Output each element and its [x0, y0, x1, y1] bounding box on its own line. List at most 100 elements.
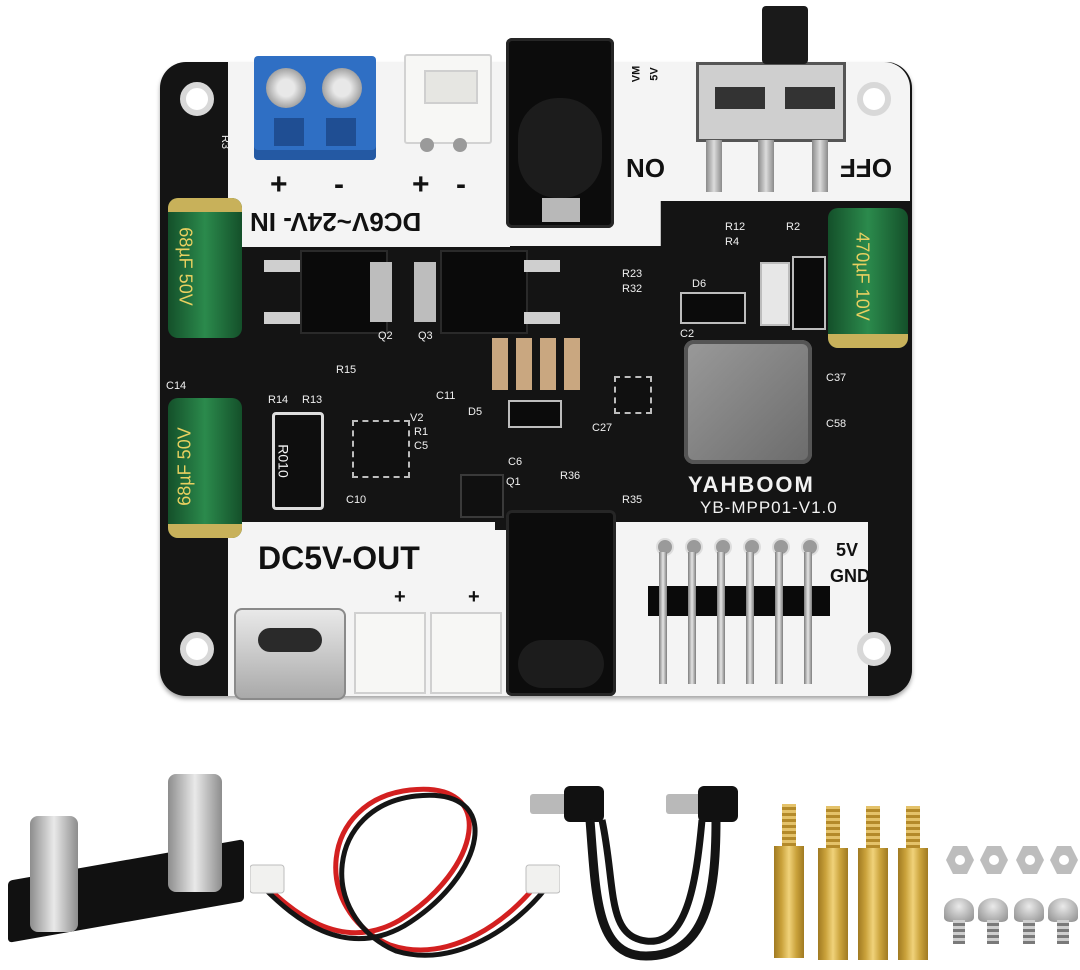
ref-label: C27: [592, 422, 613, 434]
switch-vm-label: VM: [630, 65, 643, 83]
screw-head: [1048, 898, 1078, 922]
ref-label: D5: [468, 406, 483, 418]
slide-switch[interactable]: [696, 62, 846, 142]
usb-c-plug-left: [30, 816, 78, 932]
ref-label: R13: [302, 394, 323, 406]
diode-d1: [760, 262, 790, 326]
screw-shank: [953, 920, 965, 944]
usb-c-plug-right: [168, 774, 222, 892]
ref-label: Q2: [378, 330, 393, 342]
ref-label: C37: [826, 372, 847, 384]
switch-knob[interactable]: [762, 6, 808, 64]
header-pin-leg: [659, 552, 667, 684]
xh-connector-input: [404, 54, 492, 144]
xh-connector-out-1: [354, 612, 426, 694]
ref-label: R3: [219, 134, 232, 150]
input-voltage-label: DC6V~24V- IN: [250, 207, 422, 237]
screw-shank: [1057, 920, 1069, 944]
header-pin-leg: [688, 552, 696, 684]
model-label: YB-MPP01-V1.0: [700, 498, 838, 517]
mounting-hole-br: [857, 632, 891, 666]
hex-nut: [1016, 846, 1044, 874]
ref-label: R12: [725, 221, 746, 233]
screw-head: [978, 898, 1008, 922]
dc-barrel-cable: [530, 786, 738, 961]
ref-label: D6: [692, 278, 707, 290]
diode-d2: [792, 256, 826, 330]
ref-label: C14: [166, 380, 187, 392]
diode-d6: [680, 292, 746, 324]
mounting-hole-bl: [180, 632, 214, 666]
brand-logo-text: YAHBOOM: [688, 472, 815, 497]
standoff-thread: [906, 806, 920, 848]
ic-q1: [460, 474, 504, 518]
input-minus-1: -: [334, 168, 344, 201]
controller-ic: [352, 420, 410, 478]
dc-jack-input: [506, 38, 614, 228]
hex-nut: [1050, 846, 1078, 874]
usb-c-port: [234, 608, 346, 700]
mounting-hole-tl: [180, 82, 214, 116]
header-pin-leg: [746, 552, 754, 684]
screw-shank: [1023, 920, 1035, 944]
standoff-thread: [782, 804, 796, 846]
ref-label: R23: [622, 268, 643, 280]
ref-label: C10: [346, 494, 367, 506]
shunt-resistor: R010: [272, 412, 324, 510]
mosfet-q3: [440, 250, 528, 334]
off-label: OFF: [840, 153, 892, 183]
standoff-body: [858, 848, 888, 960]
ref-label: C5: [414, 440, 429, 452]
output-label: DC5V-OUT: [258, 540, 420, 576]
capacitor-left-bottom-label: 68µF 50V: [174, 427, 195, 506]
ref-label: R36: [560, 470, 581, 482]
input-plus-2: +: [412, 168, 430, 201]
header-5v-label: 5V: [836, 540, 859, 560]
ref-label: C11: [436, 390, 456, 402]
ref-label: C2: [680, 328, 695, 340]
xh-connector-out-2: [430, 612, 502, 694]
hex-nut: [980, 846, 1008, 874]
capacitor-left-top-label: 68µF 50V: [175, 227, 196, 306]
screw-head: [1014, 898, 1044, 922]
header-gnd-label: GND: [830, 566, 870, 586]
standoff-body: [774, 846, 804, 958]
standoff-body: [898, 848, 928, 960]
screw-right: [322, 68, 362, 108]
ref-label: R2: [786, 221, 801, 233]
ref-label: R4: [725, 236, 740, 248]
diode-d5: [508, 400, 562, 428]
ref-label: C58: [826, 418, 847, 430]
header-pin-leg: [804, 552, 812, 684]
switch-5v-label: 5V: [648, 67, 661, 81]
on-label: ON: [626, 153, 665, 183]
mounting-hole-tr: [857, 82, 891, 116]
dc-jack-output: [506, 510, 616, 696]
capacitor-right-label: 470µF 10V: [852, 232, 873, 321]
mosfet-q2-tab: [370, 262, 392, 322]
ic-u1: [614, 376, 652, 414]
capacitor-right: 470µF 10V: [828, 208, 908, 348]
hex-nut: [946, 846, 974, 874]
ref-label: R14: [268, 394, 289, 406]
screw-head: [944, 898, 974, 922]
power-inductor: [684, 340, 812, 464]
screw-shank: [987, 920, 999, 944]
out-plus-2: +: [468, 586, 480, 608]
out-plus-1: +: [394, 586, 406, 608]
ref-label: Q3: [418, 330, 433, 342]
input-minus-2: -: [456, 168, 466, 201]
ref-label: V2: [410, 412, 424, 424]
shunt-label: R010: [275, 444, 292, 478]
screw-terminal: [254, 56, 376, 160]
input-plus-1: +: [270, 168, 288, 201]
ref-label: R32: [622, 283, 643, 295]
capacitor-left-top: 68µF 50V: [168, 198, 242, 338]
capacitor-left-bottom: 68µF 50V: [168, 398, 242, 538]
ref-label: R15: [336, 364, 357, 376]
header-pin-leg: [775, 552, 783, 684]
standoff-thread: [866, 806, 880, 848]
ref-label: Q1: [506, 476, 521, 488]
standoff-body: [818, 848, 848, 960]
mosfet-q3-tab: [414, 262, 436, 322]
